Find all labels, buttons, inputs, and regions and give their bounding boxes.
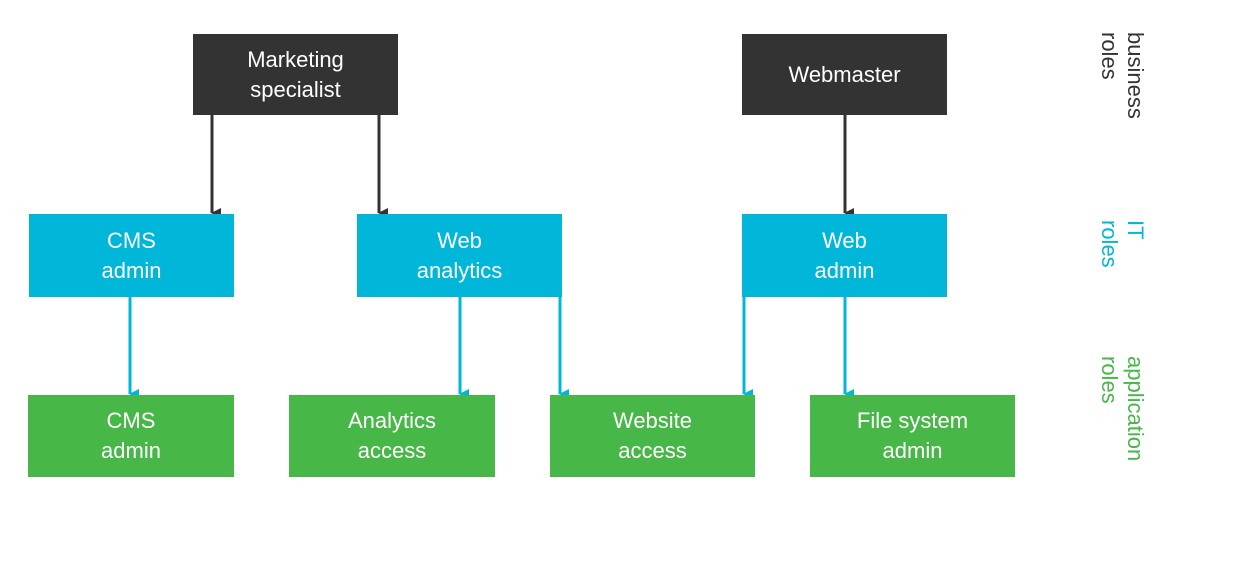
tier-label-it-roles: IT roles xyxy=(1097,220,1148,268)
node-marketing-specialist: Marketing specialist xyxy=(193,34,398,115)
node-label: CMS admin xyxy=(101,227,162,283)
node-label: File system admin xyxy=(856,408,969,463)
node-cms-admin-app: CMS admin xyxy=(28,395,234,477)
node-web-analytics-it: Web analytics xyxy=(357,214,562,297)
node-web-admin-it: Web admin xyxy=(742,214,947,297)
node-cms-admin-it: CMS admin xyxy=(29,214,234,297)
node-label: Web analytics xyxy=(416,227,503,283)
tier-label-business-roles: business roles xyxy=(1097,32,1148,119)
node-webmaster: Webmaster xyxy=(742,34,947,115)
node-label: Marketing specialist xyxy=(247,46,344,102)
tier-label-application-roles: application roles xyxy=(1097,356,1148,462)
node-label: Analytics access xyxy=(347,408,437,463)
node-label: Webmaster xyxy=(788,61,901,87)
node-label: Web admin xyxy=(814,227,875,283)
node-label: CMS admin xyxy=(101,408,161,463)
node-website-access-app: Website access xyxy=(550,395,755,477)
node-file-system-admin-app: File system admin xyxy=(810,395,1015,477)
node-label: Website access xyxy=(612,408,693,463)
node-analytics-access-app: Analytics access xyxy=(289,395,495,477)
